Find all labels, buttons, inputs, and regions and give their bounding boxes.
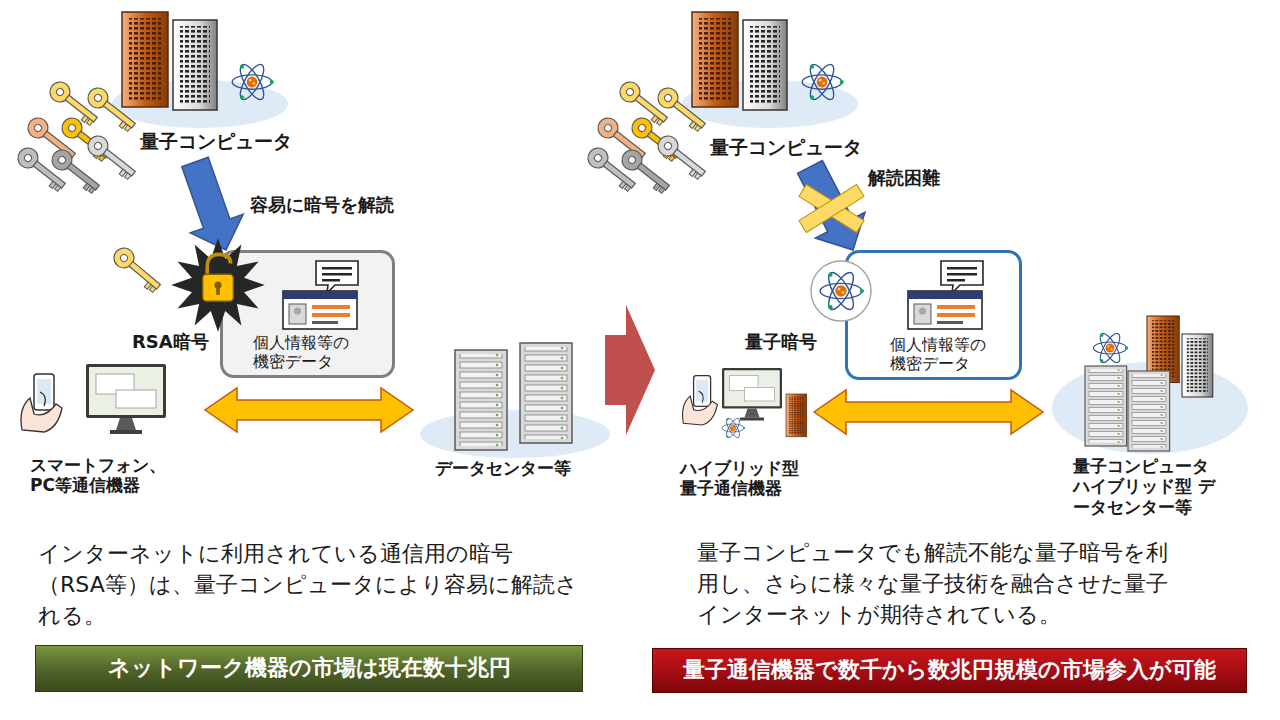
quantum-computer-text: 量子コンピュータ [710, 136, 885, 159]
data-box: 個人情報等の機密データ [845, 250, 1022, 380]
data-box-text: 個人情報等の機密データ [253, 333, 359, 371]
data-box: 個人情報等の機密データ [220, 250, 395, 378]
cipher-label: 量子暗号 [745, 330, 817, 354]
device-group-text: ハイブリッド型 量子通信機器 [680, 458, 808, 499]
datacenter-text: 量子コンピュータ ハイブリッド型 データセンター等 [1073, 456, 1215, 517]
quantum-computer-text: 量子コンピュータ [140, 130, 315, 153]
quantum-computer: 量子コンピュータ [588, 8, 889, 165]
market-bar-text: 量子通信機器で数千から数兆円規模の市場参入が可能 [683, 657, 1216, 683]
market-bar-text: ネットワーク機器の市場は現在数十兆円 [108, 655, 511, 681]
data-box-text: 個人情報等の機密データ [890, 335, 996, 373]
edge-label: 解読困難 [868, 166, 940, 190]
block-cross [799, 185, 864, 233]
quantum-computer: 量子コンピュータ [18, 8, 319, 160]
arrow-shape [814, 390, 1043, 434]
market-bar: 量子通信機器で数千から数兆円規模の市場参入が可能 [652, 648, 1247, 693]
connector [814, 390, 1043, 434]
qatom-icon [811, 261, 871, 321]
datacenter: 量子コンピュータ ハイブリッド型 データセンター等 [1045, 320, 1255, 525]
connector [798, 161, 865, 250]
doc-icon [908, 261, 983, 329]
doc-icon [283, 261, 358, 329]
edge-label: 容易に暗号を解読 [250, 193, 394, 217]
lockburst-icon [171, 238, 265, 332]
device-group: スマートフォン、PC等通信機器 [18, 355, 203, 505]
connector [182, 157, 243, 250]
arrow-shape [205, 388, 413, 432]
datacenter: データセンター等 [415, 340, 615, 490]
description-text: インターネットに利用されている通信用の暗号（RSA等）は、量子コンピュータにより… [38, 538, 578, 632]
cipher-label: RSA暗号 [132, 330, 209, 354]
arrow-shape [182, 157, 243, 250]
market-bar: ネットワーク機器の市場は現在数十兆円 [35, 645, 583, 692]
arrow-shape [798, 161, 865, 250]
connector [205, 388, 413, 432]
device-group-text: スマートフォン、PC等通信機器 [30, 455, 182, 496]
datacenter-text: データセンター等 [435, 458, 610, 478]
device-group: ハイブリッド型 量子通信機器 [672, 360, 812, 505]
block-cross [799, 185, 864, 233]
description-text: 量子コンピュータでも解読不能な量子暗号を利用し、さらに様々な量子技術を融合させた… [697, 537, 1175, 631]
